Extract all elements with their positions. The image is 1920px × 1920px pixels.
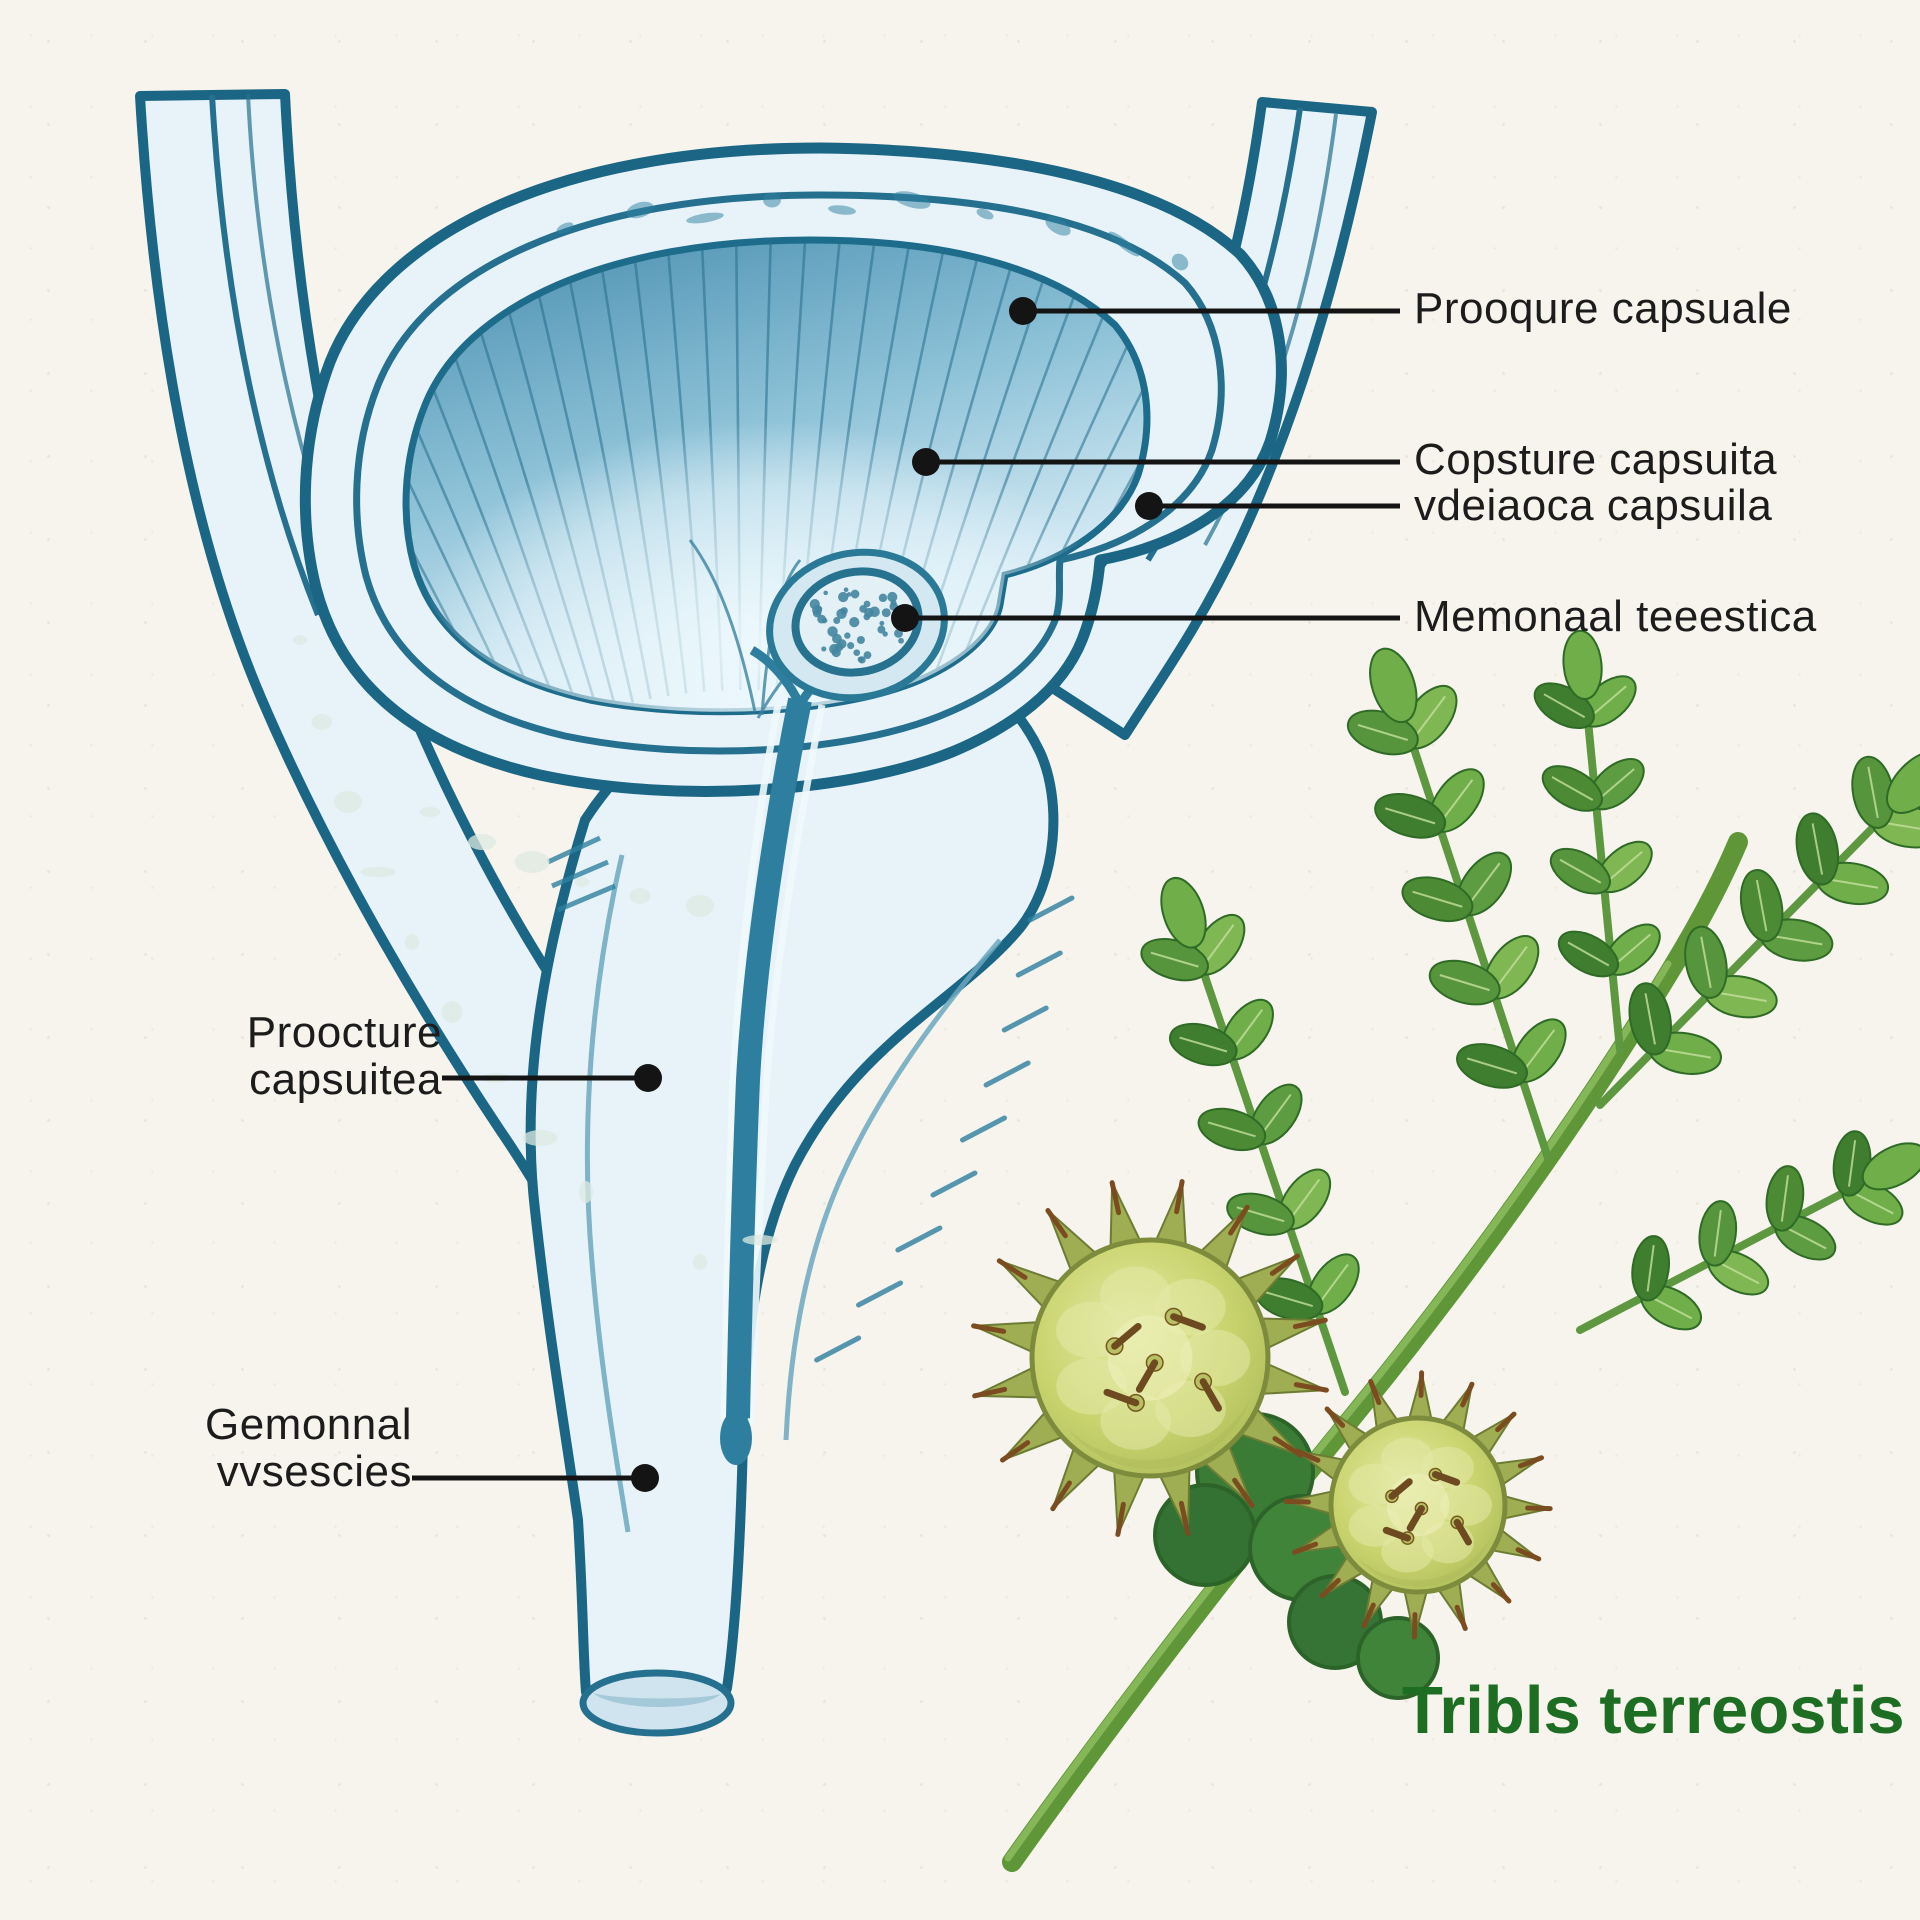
leaflet [1401,876,1474,923]
anatomy-label-line: vvsescies [216,1446,412,1496]
leaflet [1541,765,1603,812]
spiky-fruit-large [971,1179,1329,1537]
leaflet [1684,925,1728,999]
leader-dot [631,1464,659,1492]
leader-dot [1135,492,1163,520]
leaflet [1698,1200,1738,1267]
leaflet [1197,1107,1267,1152]
leaflet [1374,793,1447,839]
anatomy-label-prostate: Proocture capsuitea [150,1008,442,1104]
anatomy-label-wall2: vdeiaoca capsuila [1414,481,1773,530]
anatomy-label-top: Prooqure capsuale [1414,284,1792,333]
anatomy-label-line: Gemonnal [204,1400,412,1449]
leader-dot [634,1064,662,1092]
anatomy-label-wall: Copsture capsuita [1414,435,1778,484]
urethra-opening [579,1669,735,1737]
seminal-ribs [814,895,1075,1363]
wall-texture [293,191,1189,1270]
spiky-fruit-small [1283,1370,1553,1640]
plant-species-title: Tribls terreostis [1402,1673,1905,1748]
leader-dot [1009,297,1037,325]
leaf-branches [1140,629,1920,1396]
leaflet [1795,812,1840,886]
anatomy-label-gland: Memonaal teeestica [1414,592,1817,641]
leaflet [1254,1277,1324,1321]
leaflet [1456,1043,1528,1089]
leaflet [1628,982,1672,1056]
stippled-gland-oval [766,548,948,702]
anatomy-label-line: capsuitea [249,1054,442,1104]
leaflet [1765,1165,1805,1232]
leaflet [1169,1022,1238,1067]
prostate-urethra-funnel [525,643,1059,1735]
leaflet [1557,930,1620,978]
anatomy-label-vesicles: Gemonnal vvsescies [130,1400,412,1496]
leader-lines [412,297,1400,1492]
leader-dot [912,448,940,476]
leaflet [1739,869,1784,943]
tribulus-plant-illustration [971,629,1920,1872]
leaflet [1428,959,1501,1006]
leader-dot [891,604,919,632]
anatomy-label-line: Proocture [246,1008,442,1057]
leaflet [1549,847,1611,895]
leaflet [1631,1235,1670,1302]
